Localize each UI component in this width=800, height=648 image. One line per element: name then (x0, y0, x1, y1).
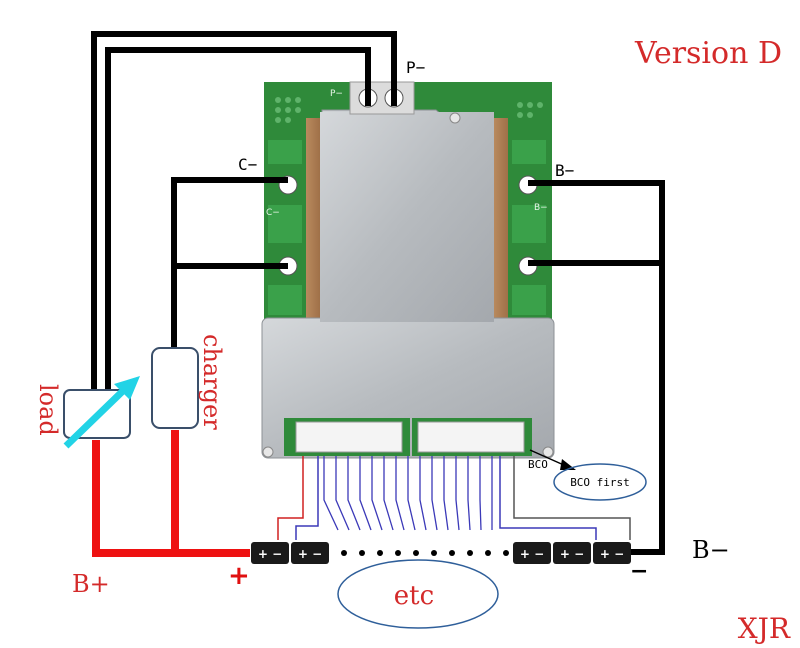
load-device (63, 376, 140, 449)
balance-lead-wire (395, 456, 405, 531)
etc-dots (341, 550, 509, 556)
balance-lead-wire (467, 456, 471, 531)
balance-lead-wire (323, 456, 339, 531)
label-b-minus-top: B− (555, 161, 574, 180)
label-b-minus-bottom: B− (692, 536, 730, 564)
cell-mark: + − (600, 547, 624, 561)
wire-p-to-load (91, 31, 397, 395)
balance-lead-wire (419, 456, 427, 531)
label-minus: − (630, 559, 648, 584)
battery-cells: + − + − + − + − + − (251, 542, 631, 564)
balance-connector-left-plug (295, 421, 403, 453)
screw-bl (262, 446, 274, 458)
battery-cell: + − (513, 542, 551, 564)
label-load: load (34, 384, 62, 436)
balance-lead-wire (455, 456, 460, 531)
load-arrow-head (114, 376, 140, 400)
battery-cell: + − (553, 542, 591, 564)
battery-cell: + − (251, 542, 289, 564)
heatsink-upper (320, 112, 494, 322)
wire-b-minus-1 (528, 180, 665, 555)
cell-mark: + − (560, 547, 584, 561)
label-plus: + (228, 561, 250, 591)
balance-connector-right-plug (417, 421, 525, 453)
silk-c: C− (266, 208, 280, 218)
silk-p: P− (330, 89, 343, 99)
bms-board (261, 81, 555, 459)
balance-lead-wire (431, 456, 438, 531)
label-b-plus: B+ (72, 570, 110, 598)
pcb-pads (268, 140, 546, 315)
lead-last-cell-a (513, 456, 631, 540)
balance-lead-wire (479, 456, 482, 531)
bco-arrow-line (529, 449, 567, 467)
silk-b: B− (534, 203, 548, 213)
label-etc: etc (394, 581, 434, 611)
label-bco: BCO (528, 458, 548, 471)
lead-second-cell (295, 456, 319, 540)
battery-cell: + − (291, 542, 329, 564)
screw-top (449, 112, 461, 124)
title: Version D (634, 36, 782, 71)
balance-lead-wire (347, 456, 361, 531)
black-wires (91, 31, 665, 555)
bco-first-ellipse (553, 463, 647, 501)
cell-mark: + − (298, 547, 322, 561)
balance-lead-wire (407, 456, 416, 531)
copper-right (494, 118, 508, 323)
pcb-via-cluster (275, 97, 543, 123)
watermark: XJR (738, 612, 791, 645)
cell-mark: + − (258, 547, 282, 561)
label-c-minus: C− (238, 155, 257, 174)
end-leads (277, 456, 631, 540)
cell-mark: + − (520, 547, 544, 561)
charger-box (151, 347, 199, 429)
lead-first-cell (277, 456, 304, 540)
load-arrow-shaft (63, 383, 131, 449)
label-charger: charger (198, 334, 226, 430)
battery-cell: + − (593, 542, 631, 564)
lead-last-cell-b (499, 456, 597, 540)
etc-ellipse (337, 559, 499, 629)
screw-br (542, 446, 554, 458)
red-wires (92, 430, 250, 557)
wire-p-second (105, 47, 371, 395)
balance-lead-wire (335, 456, 350, 531)
label-p-minus: P− (406, 58, 425, 77)
balance-leads (323, 456, 493, 531)
wire-c-to-charger (171, 177, 288, 350)
balance-lead-wire (359, 456, 372, 531)
wire-load-bplus (92, 440, 250, 557)
balance-lead-wire (371, 456, 383, 531)
copper-left (306, 118, 320, 323)
label-bco-first: BCO first (570, 476, 630, 489)
balance-lead-wire (383, 456, 394, 531)
balance-lead-wire (443, 456, 449, 531)
